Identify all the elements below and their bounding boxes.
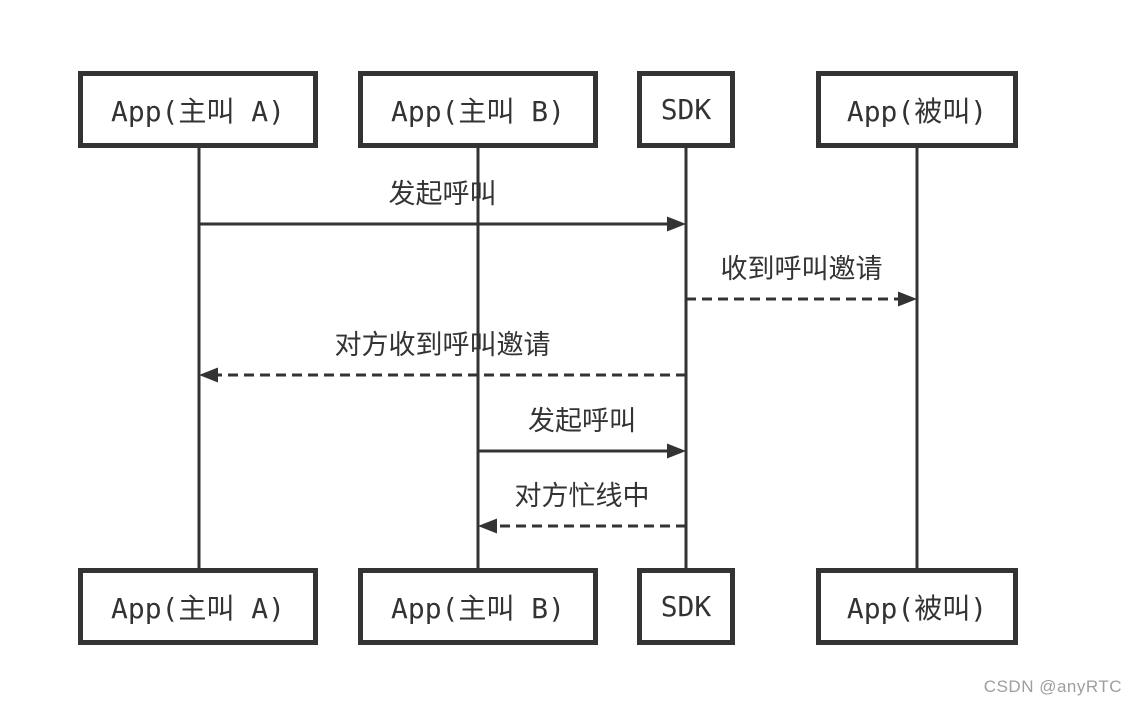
arrowhead-icon bbox=[199, 367, 218, 383]
message-label-initiate-call-a: 发起呼叫 bbox=[388, 179, 497, 209]
message-label-received-call-invitation: 收到呼叫邀请 bbox=[720, 254, 883, 284]
actor-box-bottom-app-callee: App(被叫) bbox=[816, 568, 1018, 645]
actor-box-bottom-app-caller-a: App(主叫 A) bbox=[78, 568, 318, 645]
arrowhead-icon bbox=[898, 291, 917, 307]
actor-box-top-app-caller-a: App(主叫 A) bbox=[78, 71, 318, 148]
arrowhead-icon bbox=[667, 443, 686, 459]
arrowhead-icon bbox=[667, 216, 686, 232]
actor-box-bottom-app-caller-b: App(主叫 B) bbox=[358, 568, 598, 645]
message-label-peer-busy: 对方忙线中 bbox=[514, 481, 650, 511]
actor-box-top-app-callee: App(被叫) bbox=[816, 71, 1018, 148]
watermark-text: CSDN @anyRTC bbox=[983, 677, 1122, 696]
actor-box-top-app-caller-b: App(主叫 B) bbox=[358, 71, 598, 148]
arrowhead-icon bbox=[478, 518, 497, 534]
message-label-initiate-call-b: 发起呼叫 bbox=[528, 406, 636, 436]
message-label-peer-received-call-invitation: 对方收到呼叫邀请 bbox=[334, 330, 551, 360]
actor-box-bottom-sdk: SDK bbox=[637, 568, 735, 645]
actor-box-top-sdk: SDK bbox=[637, 71, 735, 148]
